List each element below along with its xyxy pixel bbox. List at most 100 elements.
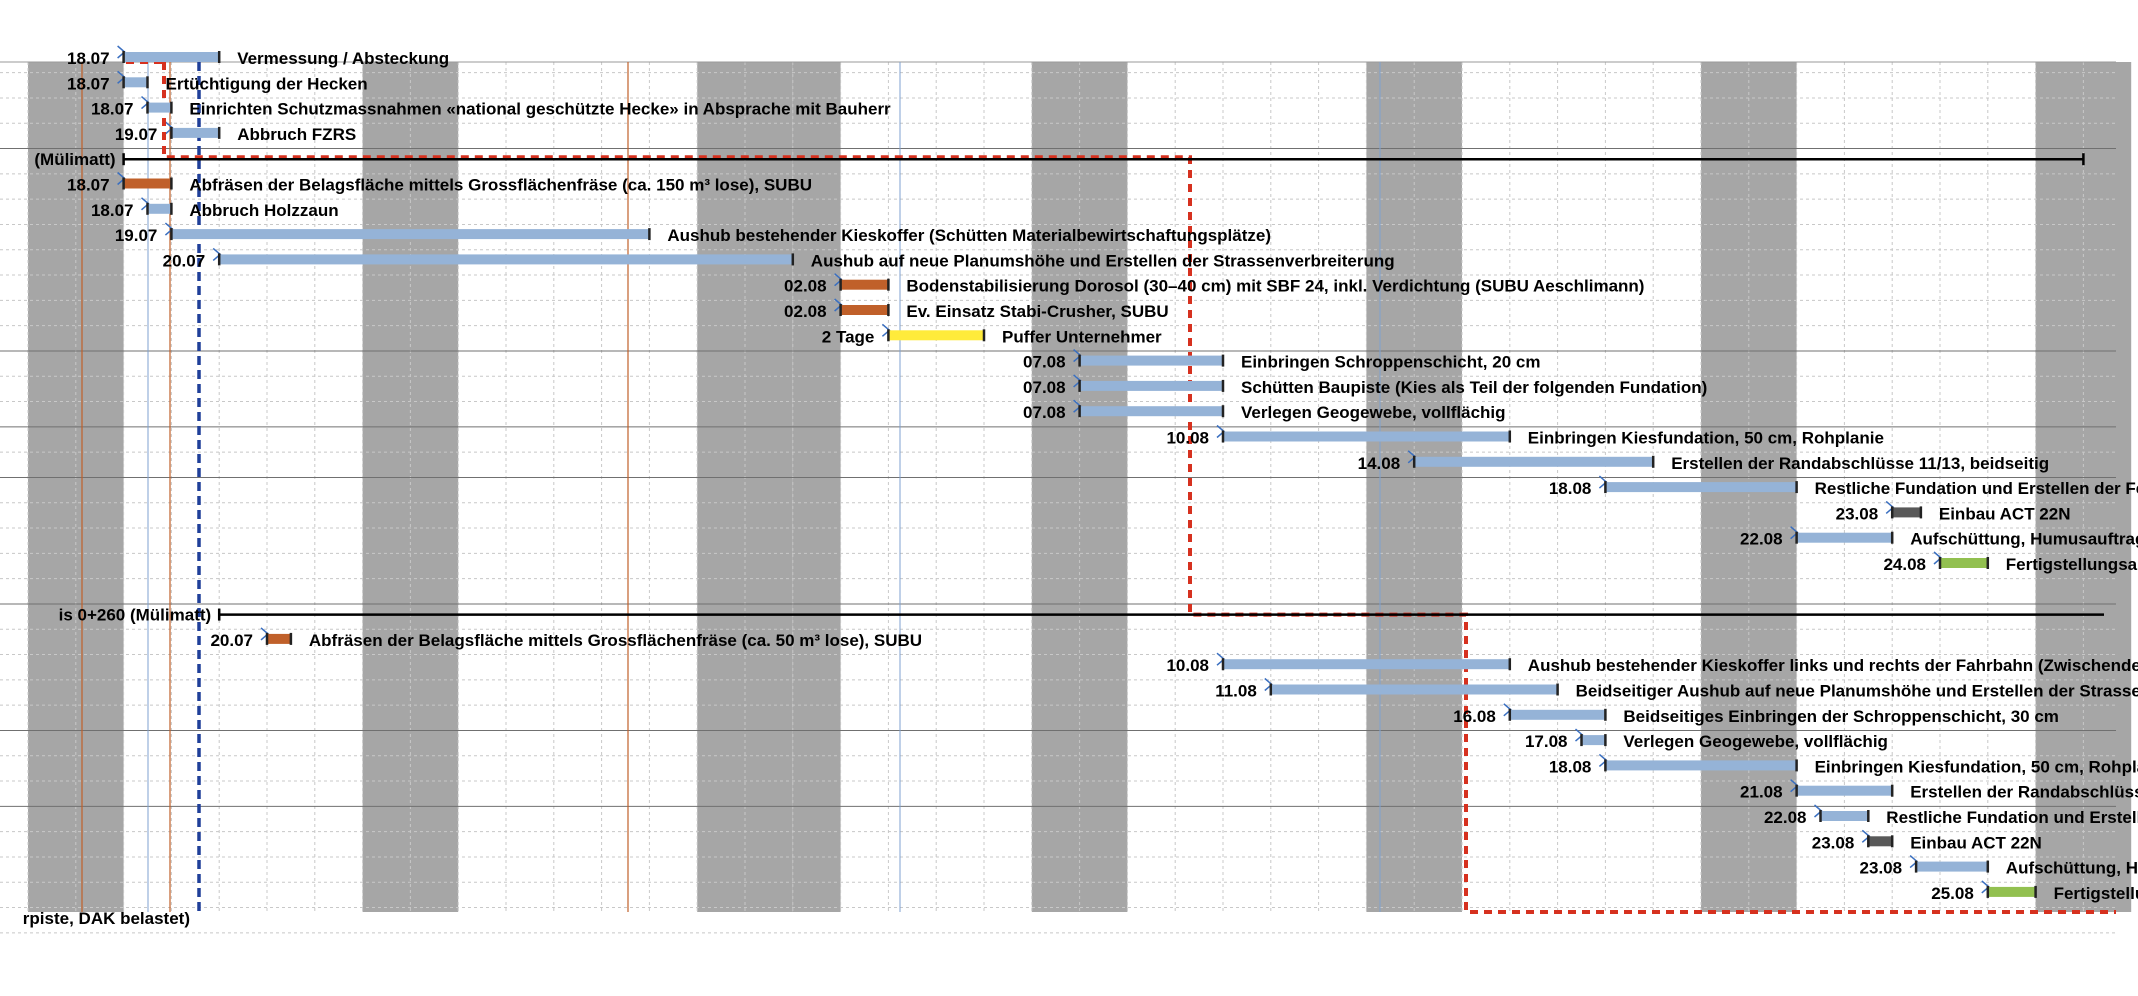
task-name-label: Abfräsen der Belagsfläche mittels Grossf… xyxy=(189,176,812,195)
task-bar xyxy=(171,127,220,138)
task-date-label: 25.08 xyxy=(1931,884,1974,903)
task-bar xyxy=(1892,507,1921,518)
task-bar xyxy=(267,633,291,644)
task-bar xyxy=(1223,659,1510,670)
task-bar xyxy=(123,77,148,88)
task-bar xyxy=(840,279,889,290)
task-date-label: 18.07 xyxy=(67,74,110,93)
task-name-label: Fertigstellungsarbeiten xyxy=(2006,555,2138,574)
task-name-label: Erstellen der Randabschlüsse 11/13, beid… xyxy=(1671,454,2049,473)
task-name-label: Restliche Fundation und Erstellen der Fe… xyxy=(1886,808,2138,827)
task-bar xyxy=(1605,760,1797,771)
task-bar xyxy=(1414,456,1654,467)
task-name-label: Verlegen Geogewebe, vollflächig xyxy=(1241,403,1506,422)
task-name-label: Abbruch Holzzaun xyxy=(189,201,338,220)
task-name-label: Einbringen Schroppenschicht, 20 cm xyxy=(1241,353,1540,372)
task-date-label: 20.07 xyxy=(163,251,206,270)
task-bar xyxy=(147,203,172,214)
task-name-label: Schütten Baupiste (Kies als Teil der fol… xyxy=(1241,378,1707,397)
task-date-label: 02.08 xyxy=(784,277,827,296)
gridlines xyxy=(0,61,2116,934)
task-name-label: Aushub bestehender Kieskoffer (Schütten … xyxy=(667,226,1271,245)
task-bar xyxy=(123,52,220,62)
task-date-label: 14.08 xyxy=(1358,454,1401,473)
task-date-label: 17.08 xyxy=(1525,732,1568,751)
task-date-label: 07.08 xyxy=(1023,403,1066,422)
task-bar xyxy=(840,305,889,315)
task-date-label: 18.08 xyxy=(1549,479,1592,498)
task-name-label: Einbringen Kiesfundation, 50 cm, Rohplan… xyxy=(1815,757,2138,776)
task-name-label: Erstellen der Randabschlüsse 11/13, beid… xyxy=(1910,783,2138,802)
task-name-label: Aufschüttung, Humusauftrag und Bankettar… xyxy=(2006,859,2138,878)
task-name-label: Puffer Unternehmer xyxy=(1002,327,1162,346)
task-date-label: 22.08 xyxy=(1764,808,1807,827)
task-name-label: Einrichten Schutzmassnahmen «national ge… xyxy=(189,100,891,119)
task-date-label: 02.08 xyxy=(784,302,827,321)
task-name-label: Ertüchtigung der Hecken xyxy=(166,74,368,93)
task-bar xyxy=(1868,836,1893,847)
task-date-label: 23.08 xyxy=(1860,859,1903,878)
task-bar xyxy=(1581,735,1606,746)
task-name-label: Aushub bestehender Kieskoffer links und … xyxy=(1528,656,2138,675)
task-name-label: Abbruch FZRS xyxy=(237,125,356,144)
task-bar xyxy=(1916,861,1988,872)
task-date-label: 19.07 xyxy=(115,226,158,245)
task-name-label: Bodenstabilisierung Dorosol (30–40 cm) m… xyxy=(906,277,1644,296)
task-bar xyxy=(1270,684,1558,695)
task-date-label: 22.08 xyxy=(1740,530,1783,549)
weekend-band xyxy=(792,62,841,912)
task-date-label: 18.07 xyxy=(91,201,134,220)
task-bar xyxy=(1079,406,1223,417)
group-header-label: is 0+260 (Mülimatt) xyxy=(59,606,212,625)
task-name-label: Aushub auf neue Planumshöhe und Erstelle… xyxy=(811,251,1395,270)
task-name-label: Restliche Fundation und Erstellen der Fe… xyxy=(1815,479,2138,498)
group-header-label: rpiste, DAK belastet) xyxy=(23,909,190,928)
task-bar xyxy=(1796,532,1893,543)
task-bar xyxy=(147,102,172,113)
task-bar xyxy=(1820,811,1869,821)
task-bars xyxy=(122,51,2104,898)
task-name-label: Beidseitiger Aushub auf neue Planumshöhe… xyxy=(1576,682,2138,701)
task-bar xyxy=(171,229,650,240)
task-name-label: Abfräsen der Belagsfläche mittels Grossf… xyxy=(309,631,922,650)
task-date-label: 18.07 xyxy=(91,100,134,119)
task-labels: (Mülimatt) is 0+260 (Mülimatt) rpiste, DAK… xyxy=(23,49,2138,928)
task-bar xyxy=(1079,355,1223,366)
task-name-label: Fertigstellungsarbeiten xyxy=(2054,884,2138,903)
task-bar xyxy=(1223,431,1510,442)
task-name-label: Beidseitiges Einbringen der Schroppensch… xyxy=(1623,707,2059,726)
task-date-label: 23.08 xyxy=(1836,504,1879,523)
task-name-label: Aufschüttung, Humusauftrag und Bankettar… xyxy=(1910,530,2138,549)
task-name-label: Einbringen Kiesfundation, 50 cm, Rohplan… xyxy=(1528,429,1884,448)
task-date-label: 18.08 xyxy=(1549,757,1592,776)
task-bar xyxy=(219,254,793,265)
task-bar xyxy=(1079,380,1223,391)
task-name-label: Einbau ACT 22N xyxy=(1910,833,2042,852)
task-date-label: 24.08 xyxy=(1883,555,1926,574)
task-date-label: 23.08 xyxy=(1812,833,1855,852)
task-date-label: 10.08 xyxy=(1166,429,1209,448)
task-date-label: 21.08 xyxy=(1740,783,1783,802)
task-date-label: 07.08 xyxy=(1023,378,1066,397)
task-date-label: 16.08 xyxy=(1453,707,1496,726)
task-date-label: 18.07 xyxy=(67,176,110,195)
task-date-label: 11.08 xyxy=(1215,682,1257,701)
task-date-label: 10.08 xyxy=(1166,656,1209,675)
task-date-label: 20.07 xyxy=(210,631,253,650)
task-bar xyxy=(1605,482,1797,493)
task-bar xyxy=(1940,558,1988,568)
task-bar xyxy=(1987,886,2036,897)
group-header-label: (Mülimatt) xyxy=(34,150,115,169)
task-date-label: 19.07 xyxy=(115,125,158,144)
task-name-label: Einbau ACT 22N xyxy=(1939,504,2071,523)
task-date-label: 07.08 xyxy=(1023,353,1066,372)
task-bar xyxy=(1796,785,1893,796)
task-date-label: 2 Tage xyxy=(822,327,875,346)
task-bar xyxy=(1509,709,1606,720)
task-date-label: 18.07 xyxy=(67,49,110,68)
task-name-label: Verlegen Geogewebe, vollflächig xyxy=(1623,732,1888,751)
task-name-label: Ev. Einsatz Stabi-Crusher, SUBU xyxy=(906,302,1168,321)
task-bar xyxy=(888,330,984,341)
task-name-label: Vermessung / Absteckung xyxy=(237,49,449,68)
